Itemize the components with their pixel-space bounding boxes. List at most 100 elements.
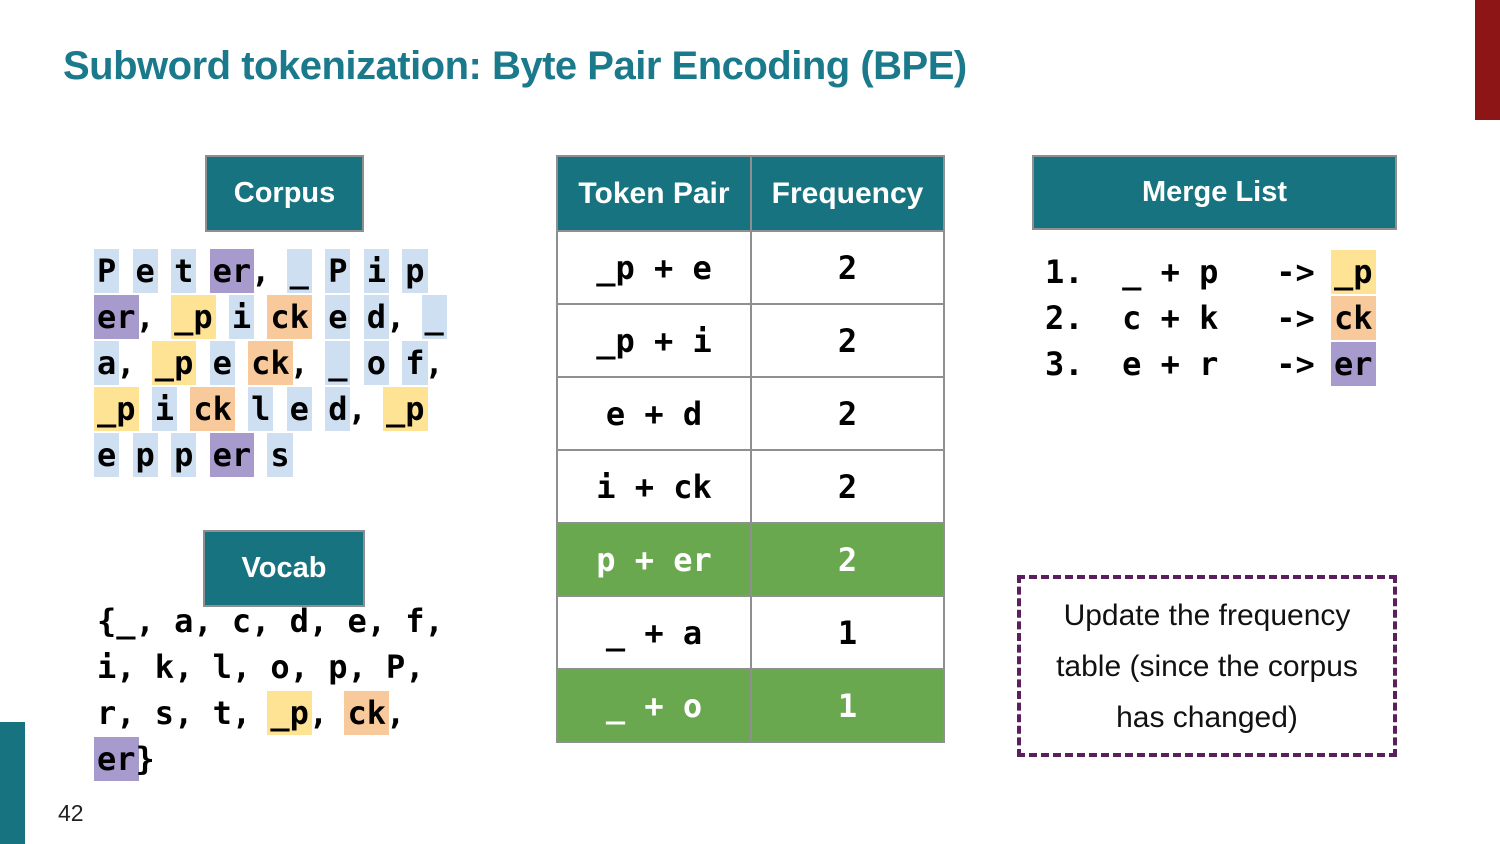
note-line: has changed) — [1116, 700, 1298, 734]
frequency-cell: 2 — [750, 303, 945, 378]
text-run: 1. _ + p -> — [1045, 253, 1334, 291]
token-line: i, k, l, o, p, P, — [97, 644, 444, 690]
token-line: er} — [94, 736, 444, 782]
top-right-accent-bar — [1475, 0, 1500, 120]
vocab-header-label: Vocab — [203, 530, 365, 607]
highlighted-token: ck — [267, 295, 312, 339]
highlighted-token: p — [402, 249, 428, 293]
text-run: , — [116, 344, 155, 382]
token-line: _p i ck l e d, _p — [94, 386, 444, 432]
highlighted-token: _p — [1330, 250, 1376, 294]
text-run: , — [385, 694, 406, 732]
token-pair-cell: i + ck — [556, 449, 752, 524]
highlighted-token: d — [363, 295, 389, 339]
note-line: Update the frequency — [1063, 598, 1351, 632]
token-line: 2. c + k -> ck — [1045, 295, 1376, 341]
highlighted-token: P — [94, 249, 120, 293]
token-pair-cell: _ + a — [556, 595, 752, 670]
highlighted-token: _p — [151, 341, 197, 385]
highlighted-token: ck — [190, 387, 235, 431]
text-run: , — [424, 344, 444, 382]
token-pair-column-header: Token Pair — [556, 155, 752, 232]
frequency-cell: 1 — [750, 595, 945, 670]
token-line: r, s, t, _p, ck, — [97, 690, 444, 736]
corpus-header-label: Corpus — [205, 155, 364, 232]
highlighted-token: s — [267, 433, 293, 477]
highlighted-token: f — [402, 341, 428, 385]
token-line: 3. e + r -> er — [1045, 341, 1376, 387]
highlighted-token: d — [325, 387, 351, 431]
text-run: , — [251, 252, 290, 290]
highlighted-token: er — [94, 737, 139, 781]
highlighted-token: _p — [171, 295, 216, 339]
token-line: e p p er s — [94, 432, 444, 478]
highlighted-token: _ — [325, 341, 351, 385]
highlighted-token: _ — [286, 249, 312, 293]
highlighted-token: er — [209, 433, 255, 477]
highlighted-token: ck — [248, 341, 293, 385]
text-run: , — [135, 298, 175, 336]
text-run: , — [308, 694, 348, 732]
text-run: 2. c + k -> — [1045, 299, 1334, 337]
text-run: , — [289, 344, 329, 382]
token-pair-cell: e + d — [556, 376, 752, 451]
token-pair-cell: p + er — [556, 522, 752, 597]
highlighted-token: i — [228, 295, 255, 339]
highlighted-token: e — [94, 433, 120, 477]
text-run: , — [385, 298, 425, 336]
text-run: 3. e + r -> — [1045, 345, 1334, 383]
highlighted-token: o — [363, 341, 389, 385]
highlighted-token: er — [209, 249, 255, 293]
text-run: {_, a, c, d, e, f, — [97, 602, 444, 640]
highlighted-token: i — [363, 249, 389, 293]
highlighted-token: e — [132, 249, 158, 293]
frequency-cell: 2 — [750, 522, 945, 597]
note-line: table (since the corpus — [1056, 649, 1358, 683]
highlighted-token: e — [209, 341, 235, 385]
highlighted-token: er — [1330, 342, 1376, 386]
highlighted-token: _p — [382, 387, 428, 431]
vocab-token-text: {_, a, c, d, e, f, i, k, l, o, p, P, r, s,… — [94, 598, 444, 782]
highlighted-token: ck — [344, 691, 389, 735]
highlighted-token: e — [286, 387, 312, 431]
token-line: 1. _ + p -> _p — [1045, 249, 1376, 295]
highlighted-token: i — [151, 387, 178, 431]
text-run: , — [347, 390, 386, 428]
table-header-row: Token Pair Frequency — [556, 155, 945, 232]
token-line: {_, a, c, d, e, f, — [97, 598, 444, 644]
frequency-cell: 2 — [750, 449, 945, 524]
token-pair-cell: _p + e — [556, 230, 752, 305]
page-number: 42 — [58, 800, 84, 826]
frequency-cell: 1 — [750, 668, 945, 743]
highlighted-token: a — [94, 341, 120, 385]
highlighted-token: l — [248, 387, 274, 431]
text-run: r, s, t, — [97, 694, 271, 732]
frequency-column-header: Frequency — [750, 155, 945, 232]
highlighted-token: t — [171, 249, 197, 293]
update-frequency-note: Update the frequency table (since the cor… — [1017, 575, 1397, 757]
highlighted-token: e — [325, 295, 351, 339]
merge-list-header-label: Merge List — [1032, 155, 1397, 230]
token-line: P e t er, _ P i p — [94, 248, 444, 294]
text-run: } — [135, 740, 155, 778]
slide-title: Subword tokenization: Byte Pair Encoding… — [63, 44, 967, 88]
token-pair-cell: _p + i — [556, 303, 752, 378]
highlighted-token: er — [94, 295, 139, 339]
highlighted-token: _p — [267, 691, 312, 735]
token-pair-cell: _ + o — [556, 668, 752, 743]
bottom-left-accent-bar — [0, 722, 25, 844]
highlighted-token: p — [132, 433, 158, 477]
text-run: i, k, l, o, p, P, — [97, 648, 425, 686]
token-line: er, _p i ck e d, _ — [94, 294, 447, 340]
